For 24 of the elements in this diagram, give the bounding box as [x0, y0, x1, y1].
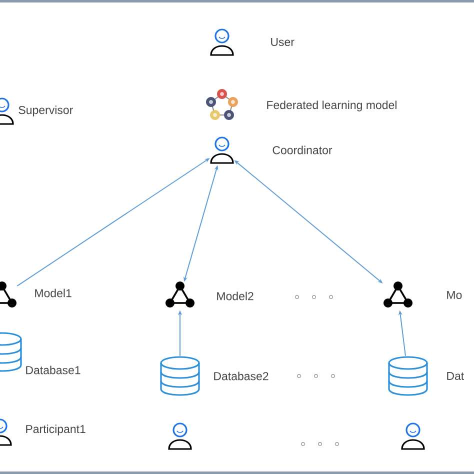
- icon-label: Database1: [26, 366, 80, 374]
- database-icon: [160, 356, 200, 396]
- person-icon: [210, 136, 234, 164]
- icon-label: Coordinator: [272, 146, 332, 154]
- person-icon: [0, 418, 12, 446]
- database-icon: [388, 356, 428, 396]
- icon-label: Database2: [214, 372, 268, 380]
- icon-label: Participant1: [26, 424, 86, 436]
- icon-label: Model1: [35, 288, 72, 298]
- network-icon: [206, 89, 238, 120]
- graph-icon: [166, 282, 194, 308]
- database-icon: [0, 332, 22, 372]
- person-icon: [0, 98, 14, 125]
- graph-icon: [384, 282, 412, 308]
- icon-label: User: [271, 38, 294, 46]
- icon-label: Model2: [217, 292, 254, 300]
- icon-label: Mo: [447, 291, 462, 300]
- icon-label: Supervisor: [18, 106, 73, 116]
- person-icon: [401, 422, 425, 450]
- person-icon: [168, 422, 192, 450]
- person-icon: [210, 28, 234, 56]
- graph-icon: [0, 282, 16, 308]
- icon-label: Federated learning model: [267, 100, 396, 112]
- icon-label: Dat: [447, 372, 464, 380]
